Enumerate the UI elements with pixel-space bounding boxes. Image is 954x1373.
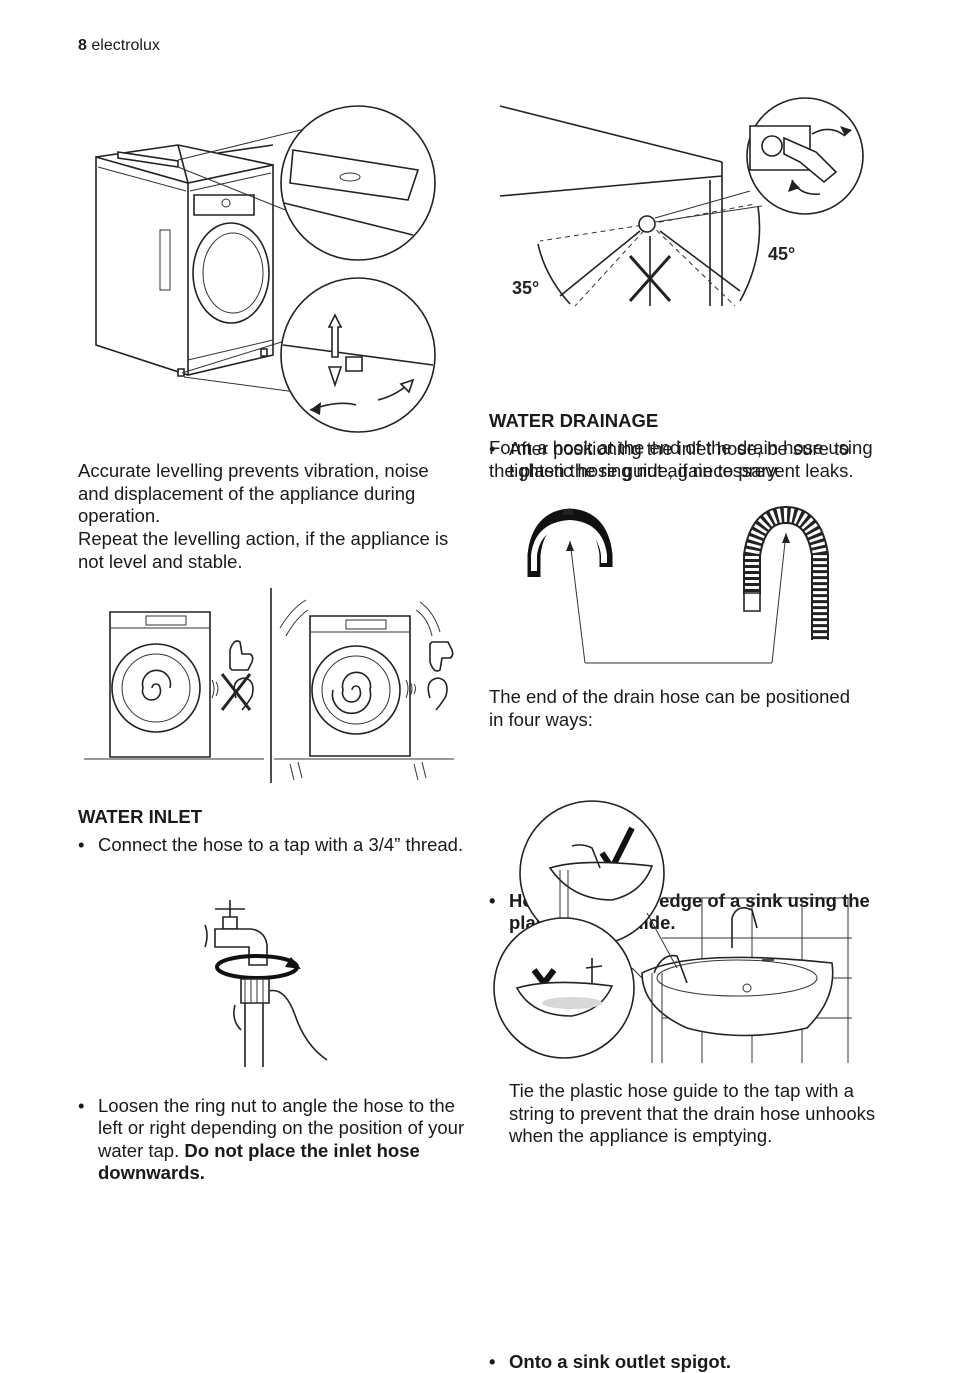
page-number: 8 — [78, 37, 87, 54]
water-drainage-intro: Form a hook at the end of the drain hose… — [489, 437, 874, 482]
ring-nut-icon — [234, 979, 327, 1067]
inlet-bullet-connect: Connect the hose to a tap with a 3/4” th… — [78, 834, 478, 857]
vibrating-machine-icon — [280, 600, 440, 780]
angle-label-left: 35° — [512, 278, 539, 298]
hose-with-guide-icon — [744, 515, 820, 640]
inlet-bullet-connect-text: Connect the hose to a tap with a 3/4” th… — [98, 834, 463, 855]
levelling-paragraph-1: Accurate levelling prevents vibration, n… — [78, 460, 463, 528]
tie-hose-guide-text: Tie the plastic hose guide to the tap wi… — [509, 1080, 879, 1148]
drain-bullet-spigot-text: Onto a sink outlet spigot. — [509, 1351, 731, 1372]
drain-bullet-spigot: Onto a sink outlet spigot. — [489, 1351, 899, 1373]
angle-label-right: 45° — [768, 244, 795, 264]
ear-icon-stable — [212, 674, 253, 710]
thumbs-down-icon — [430, 642, 453, 671]
washing-machine-illustration — [96, 145, 273, 376]
drain-positions-intro: The end of the drain hose can be positio… — [489, 686, 859, 731]
levelling-illustration — [78, 105, 438, 440]
tap-illustration — [205, 895, 335, 1067]
levelling-paragraph-2: Repeat the levelling action, if the appl… — [78, 528, 463, 573]
ear-icon — [406, 678, 447, 710]
stable-machine-icon — [110, 612, 210, 757]
vibration-comparison-illustration — [84, 588, 454, 783]
inlet-angle-illustration: 45° 35° — [500, 96, 872, 318]
hose-guide-illustration — [520, 505, 850, 665]
water-drainage-heading: WATER DRAINAGE — [489, 410, 658, 432]
brand-name: electrolux — [91, 37, 159, 54]
water-inlet-heading: WATER INLET — [78, 806, 202, 828]
sink-illustration — [492, 798, 864, 1063]
inlet-bullet-loosen: Loosen the ring nut to angle the hose to… — [78, 1095, 483, 1185]
page-header: 8 electrolux — [78, 37, 160, 55]
thumbs-up-icon — [230, 641, 253, 670]
